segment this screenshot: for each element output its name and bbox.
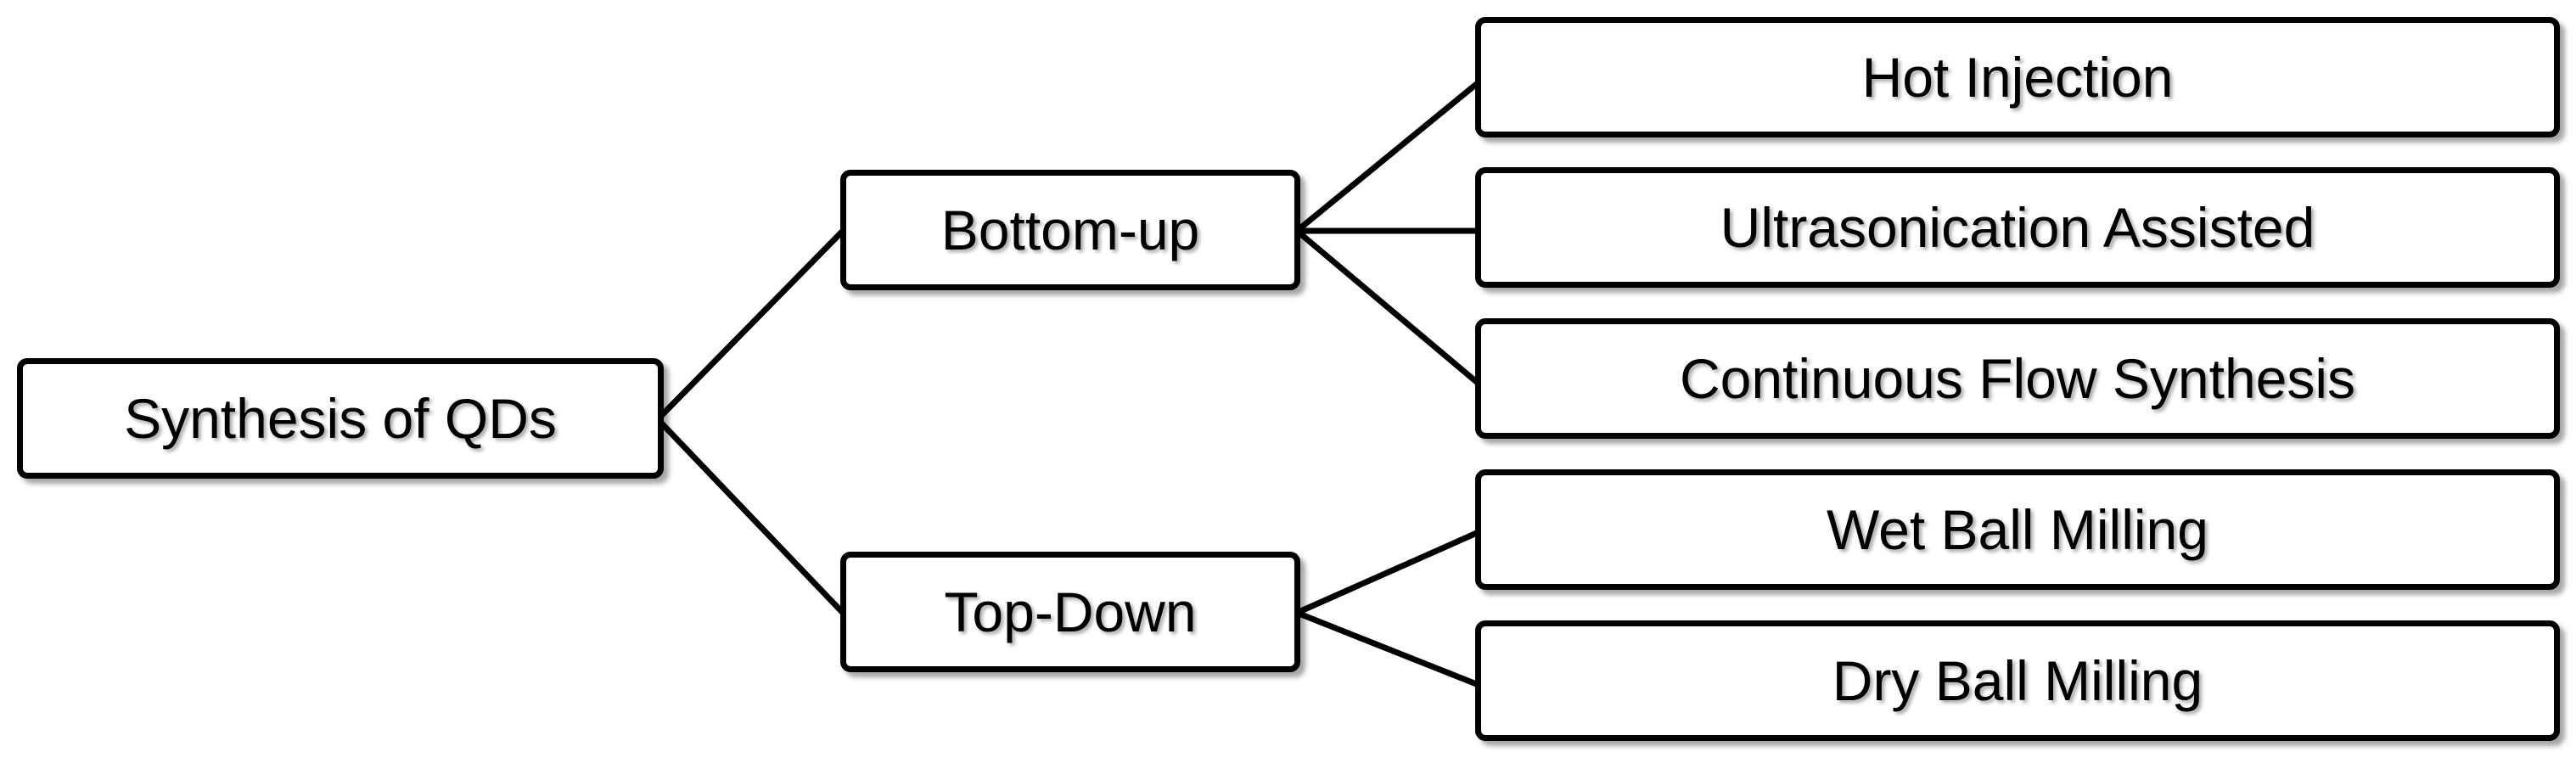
edge-top-down-dry-ball [1295, 609, 1480, 688]
root-node: Synthesis of QDs [17, 358, 664, 479]
leaf-label-continuous-flow-synthesis: Continuous Flow Synthesis [1679, 347, 2356, 410]
leaf-node-hot-injection: Hot Injection [1475, 17, 2560, 137]
edge-root-top-down [655, 417, 845, 615]
edge-top-down-wet-ball [1295, 529, 1480, 616]
branch-node-bottom-up: Bottom-up [840, 170, 1300, 290]
leaf-label-hot-injection: Hot Injection [1861, 46, 2174, 109]
branch-node-top-down: Top-Down [840, 552, 1300, 672]
branch-label-top-down: Top-Down [944, 581, 1197, 643]
leaf-label-dry-ball-milling: Dry Ball Milling [1832, 649, 2203, 712]
leaf-node-dry-ball-milling: Dry Ball Milling [1475, 620, 2560, 741]
edge-root-bottom-up [655, 228, 845, 422]
edge-bottom-up-continuous-flow [1294, 228, 1481, 386]
leaf-label-ultrasonication-assisted: Ultrasonication Assisted [1720, 196, 2315, 259]
root-label: Synthesis of QDs [124, 387, 557, 450]
leaf-node-continuous-flow-synthesis: Continuous Flow Synthesis [1475, 318, 2560, 439]
leaf-label-wet-ball-milling: Wet Ball Milling [1827, 498, 2208, 561]
branch-label-bottom-up: Bottom-up [940, 199, 1200, 261]
leaf-node-wet-ball-milling: Wet Ball Milling [1475, 469, 2560, 590]
edge-bottom-up-hot-injection [1294, 80, 1481, 233]
leaf-node-ultrasonication-assisted: Ultrasonication Assisted [1475, 167, 2560, 288]
